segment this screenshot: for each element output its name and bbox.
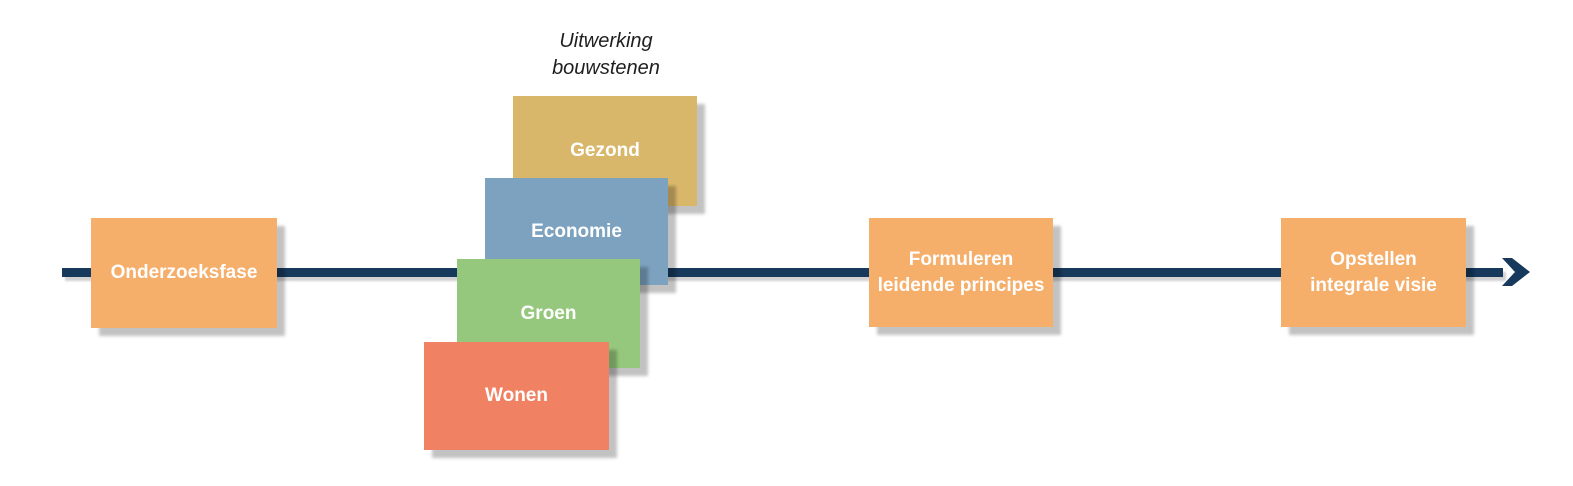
stage-box-formuleren-leidende-principes: Formuleren leidende principes xyxy=(869,218,1053,327)
stack-title-line1: Uitwerking xyxy=(559,30,653,52)
bouwsteen-box-wonen: Wonen xyxy=(424,342,609,450)
stage-label-line2: leidende principes xyxy=(877,274,1045,296)
stage-box-opstellen-integrale-visie: Opstellen integrale visie xyxy=(1281,218,1466,327)
stage-label: Onderzoeksfase xyxy=(110,262,258,283)
bouwsteen-label: Groen xyxy=(520,302,577,324)
bouwsteen-label: Wonen xyxy=(485,385,548,406)
stage-label: Opstellen integrale visie xyxy=(1310,247,1437,299)
stage-box-onderzoeksfase: Onderzoeksfase xyxy=(91,218,277,328)
timeline-line xyxy=(62,268,1503,277)
stage-label-line2: integrale visie xyxy=(1310,274,1437,296)
bouwsteen-label: Gezond xyxy=(570,140,640,161)
stage-label: Formuleren leidende principes xyxy=(878,247,1045,299)
stage-label-line1: Formuleren xyxy=(908,248,1014,270)
stack-title-line2: bouwstenen xyxy=(552,57,660,79)
timeline-arrowhead-icon xyxy=(1501,256,1531,288)
stack-title: Uitwerking bouwstenen xyxy=(496,28,716,82)
stage-label-line1: Opstellen xyxy=(1330,248,1417,270)
bouwsteen-label: Economie xyxy=(531,220,622,242)
